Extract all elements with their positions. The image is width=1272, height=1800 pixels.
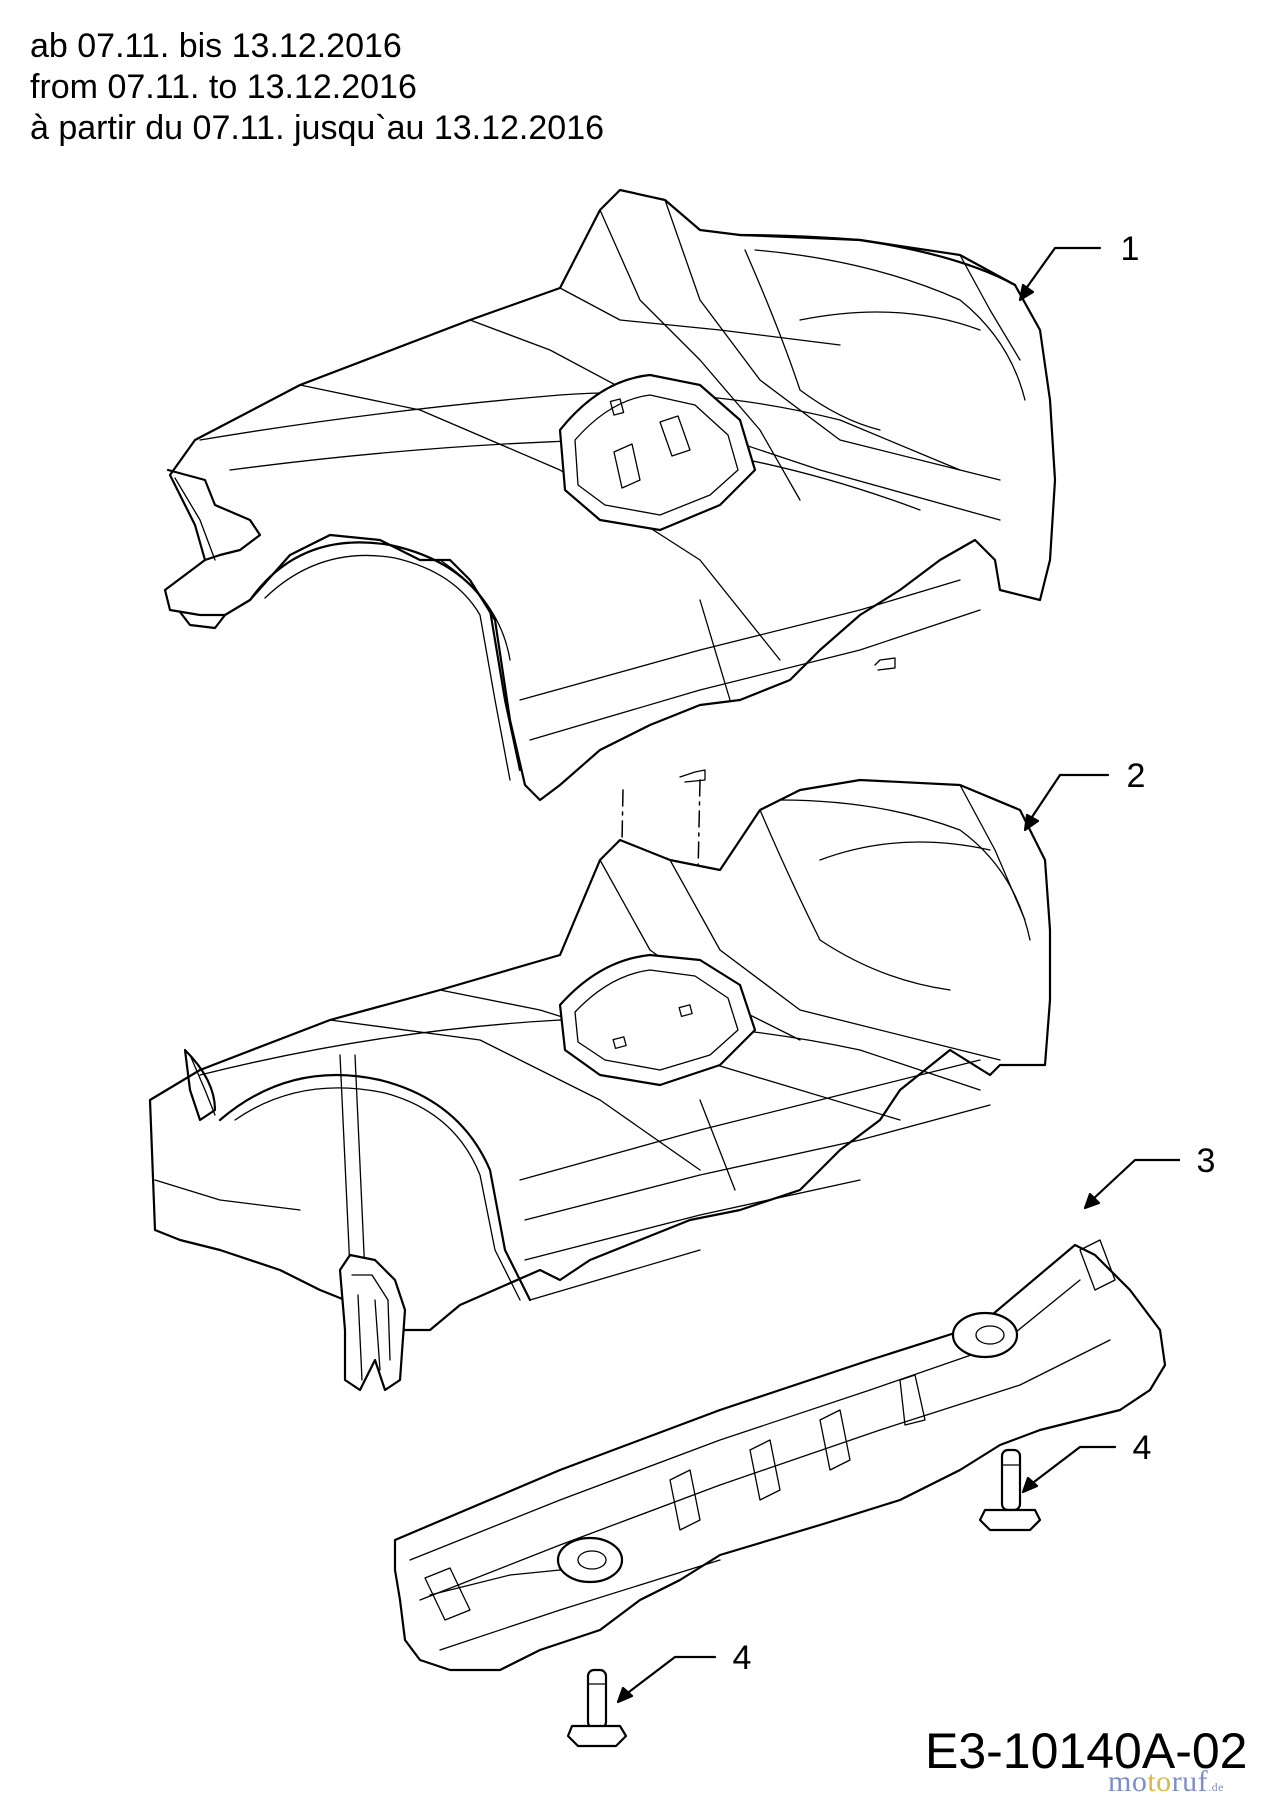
part-3-front-trim[interactable] [393, 1239, 1167, 1672]
callout-1-label: 1 [1121, 230, 1140, 268]
watermark-part3: ruf [1171, 1765, 1209, 1798]
watermark-part2: to [1147, 1765, 1172, 1798]
callout-4-lower: 4 [616, 1631, 768, 1704]
callout-4-lower-label: 4 [733, 1639, 752, 1677]
watermark-logo: motoruf.de [1108, 1765, 1224, 1799]
drawing-code: E3-10140A-02 [925, 1723, 1248, 1779]
part-2-lower-cover[interactable] [148, 778, 1052, 1392]
part-1-upper-cover[interactable] [163, 188, 1057, 802]
callout-2: 2 [1023, 749, 1162, 832]
part-4-screw-left[interactable] [566, 1668, 628, 1748]
callout-1: 1 [1018, 222, 1156, 302]
callout-2-label: 2 [1127, 757, 1146, 795]
validity-line-fr: à partir du 07.11. jusqu`au 13.12.2016 [30, 109, 605, 147]
watermark-suffix: .de [1208, 1780, 1224, 1794]
validity-line-de: ab 07.11. bis 13.12.2016 [30, 27, 402, 65]
callout-3-label: 3 [1197, 1142, 1216, 1180]
validity-header: ab 07.11. bis 13.12.2016 from 07.11. to … [30, 26, 604, 149]
validity-line-en: from 07.11. to 13.12.2016 [30, 68, 417, 106]
watermark-part1: mo [1108, 1765, 1148, 1798]
callout-4-upper: 4 [1021, 1421, 1168, 1494]
callout-4-upper-label: 4 [1133, 1429, 1152, 1467]
callout-3: 3 [1083, 1134, 1232, 1210]
part-4-screw-right[interactable] [978, 1448, 1042, 1532]
